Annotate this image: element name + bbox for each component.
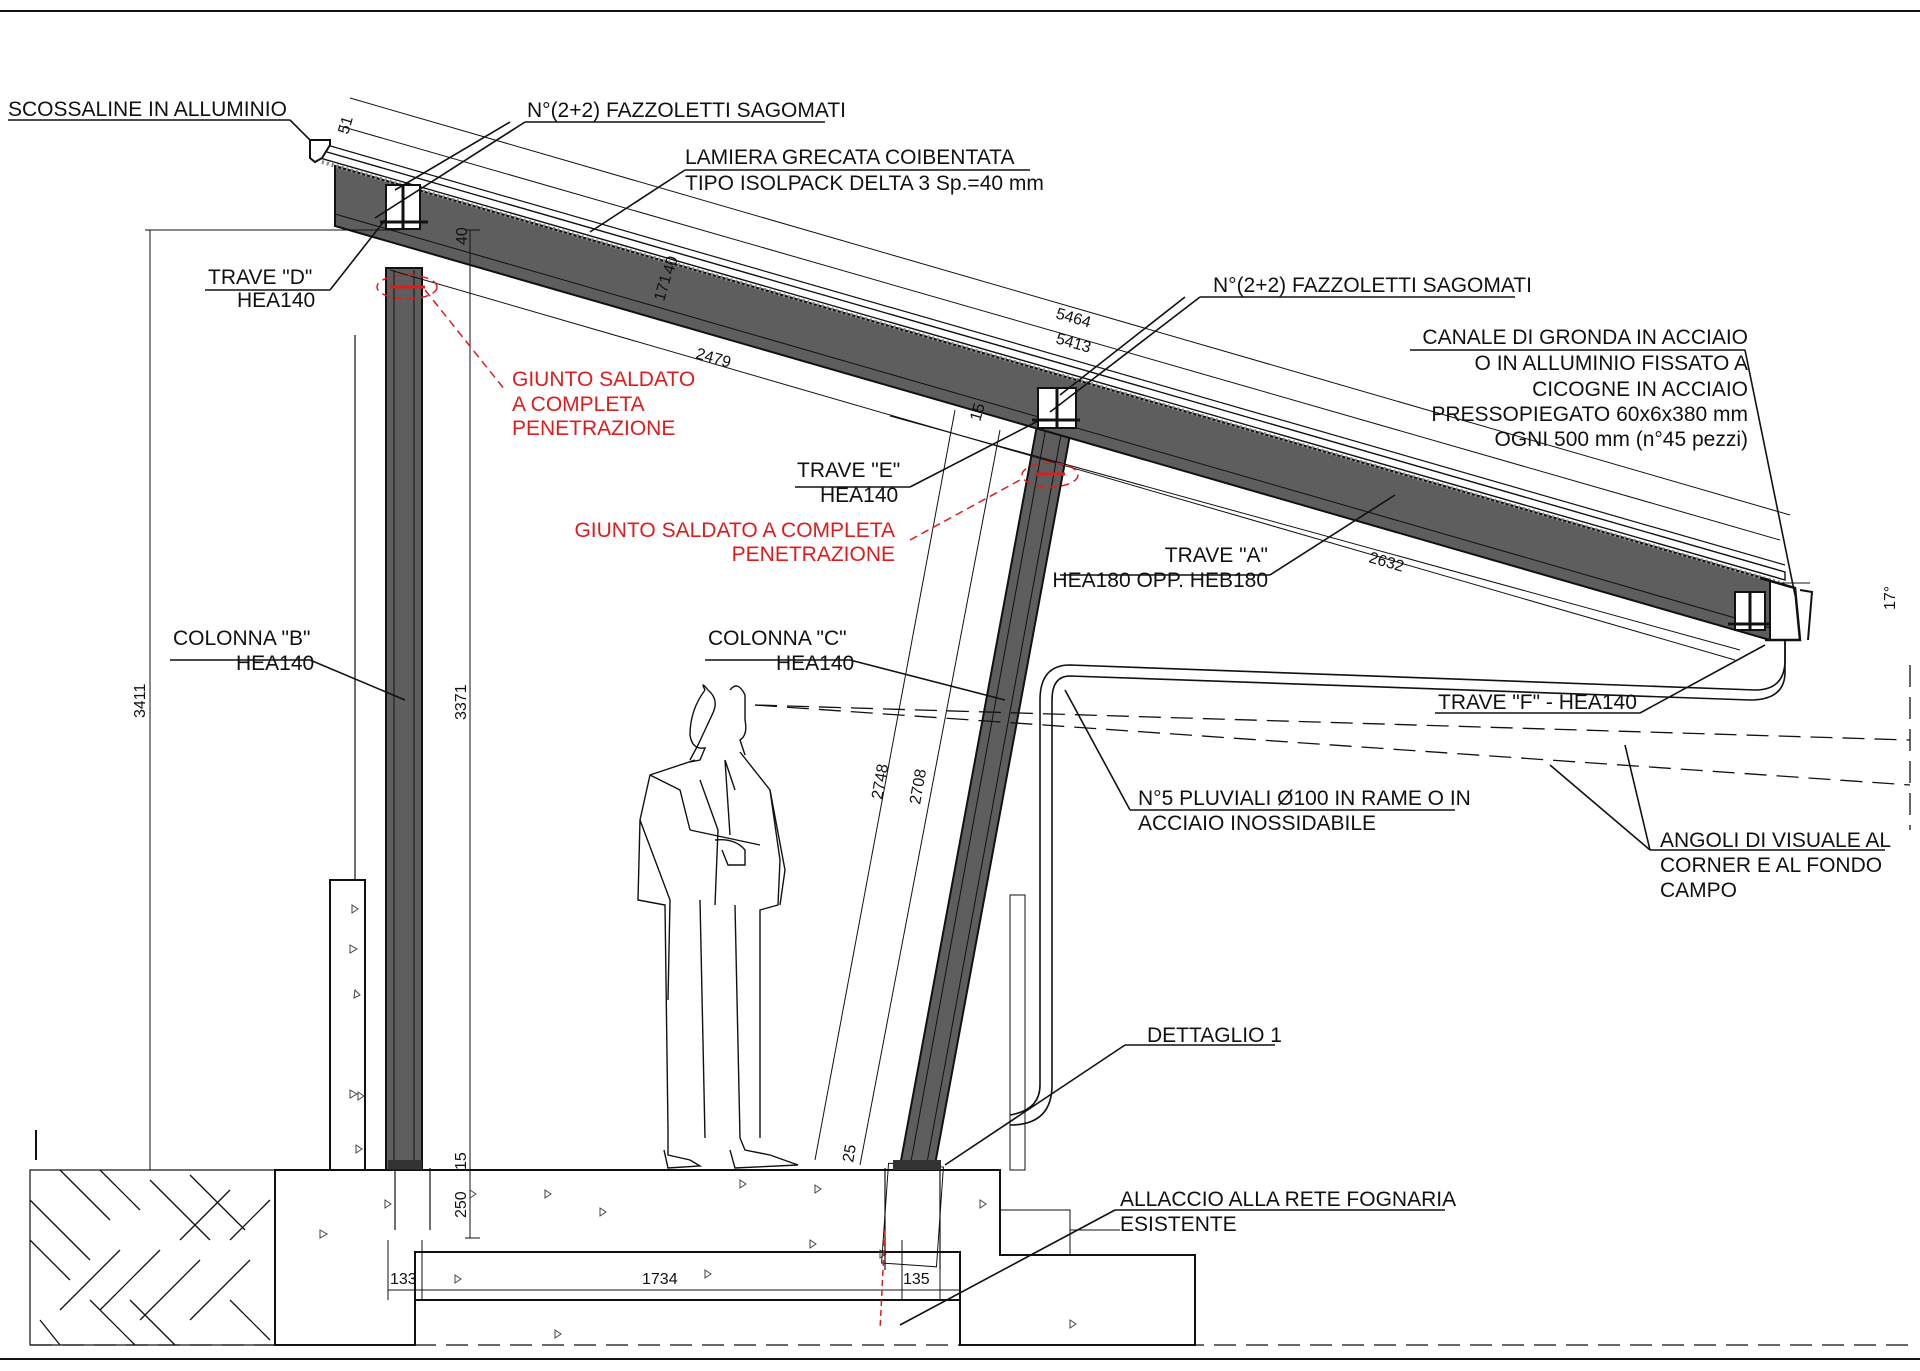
label-fazzoletti-top: N°(2+2) FAZZOLETTI SAGOMATI: [527, 99, 846, 122]
label-canale-3: CICOGNE IN ACCIAIO: [1532, 378, 1748, 401]
leader-lines: [8, 119, 1885, 1326]
label-canale-1: CANALE DI GRONDA IN ACCIAIO: [1422, 326, 1748, 349]
column-c-flange: [909, 421, 1048, 1168]
label-scossaline: SCOSSALINE IN ALLUMINIO: [8, 98, 287, 121]
dim-5413: 5413: [1054, 331, 1093, 357]
beam-e-profile: [1032, 387, 1080, 429]
sight-line-corner: [754, 704, 1911, 741]
dimension-lines: [145, 97, 1810, 1300]
label-trave-f: TRAVE "F" - HEA140: [1438, 691, 1637, 714]
label-giunto2-2: PENETRAZIONE: [732, 543, 895, 566]
gutter: [1759, 576, 1802, 642]
dim-2479: 2479: [694, 346, 733, 372]
label-colonna-c-2: HEA140: [776, 652, 854, 675]
column-b: [385, 267, 423, 1171]
label-allaccio-2: ESISTENTE: [1120, 1213, 1237, 1236]
weld-annotations: [376, 274, 1079, 1331]
dim-40a: 40: [454, 227, 471, 245]
label-giunto1-3: PENETRAZIONE: [512, 417, 675, 440]
roof-panel-core: [321, 160, 1785, 586]
label-dettaglio: DETTAGLIO 1: [1147, 1024, 1282, 1047]
dim-2708: 2708: [907, 768, 930, 806]
dim-15b: 15: [453, 1152, 470, 1170]
dim-40b: 40: [661, 254, 682, 276]
label-trave-a-2: HEA180 OPP. HEB180: [1052, 569, 1268, 592]
downpipe: [1009, 640, 1786, 1116]
label-allaccio-1: ALLACCIO ALLA RETE FOGNARIA: [1120, 1188, 1456, 1211]
labels: SCOSSALINE IN ALLUMINIO N°(2+2) FAZZOLET…: [8, 98, 1891, 1236]
label-colonna-b-2: HEA140: [236, 652, 314, 675]
label-giunto1-2: A COMPLETA: [512, 393, 645, 416]
label-angoli-3: CAMPO: [1660, 879, 1737, 902]
label-giunto2-1: GIUNTO SALDATO A COMPLETA: [574, 519, 895, 542]
label-giunto1-1: GIUNTO SALDATO: [512, 368, 695, 391]
label-lamiera-2: TIPO ISOLPACK DELTA 3 Sp.=40 mm: [685, 172, 1044, 195]
beam-f-profile: [1728, 591, 1770, 631]
label-colonna-c-1: COLONNA "C": [708, 627, 847, 650]
gutter-lip: [1799, 589, 1814, 641]
label-lamiera-1: LAMIERA GRECATA COIBENTATA: [685, 146, 1014, 169]
dim-angle: 17°: [1882, 586, 1899, 610]
column-b-baseplate: [388, 1160, 422, 1170]
dim-25: 25: [840, 1143, 860, 1164]
dim-51: 51: [336, 114, 357, 136]
label-angoli-2: CORNER E AL FONDO: [1660, 854, 1882, 877]
label-pluviali-2: ACCIAIO INOSSIDABILE: [1138, 812, 1376, 835]
roof-panel-top: [319, 142, 1786, 566]
label-fazzoletti-mid: N°(2+2) FAZZOLETTI SAGOMATI: [1213, 274, 1532, 297]
label-trave-e-1: TRAVE "E": [797, 459, 900, 482]
hatched-soil: [29, 1169, 276, 1346]
beam-d-profile: [380, 184, 428, 230]
dim-133: 133: [390, 1271, 417, 1288]
edge-post: [1009, 894, 1026, 1171]
label-trave-e-2: HEA140: [820, 484, 898, 507]
label-colonna-b-1: COLONNA "B": [173, 627, 310, 650]
label-angoli-1: ANGOLI DI VISUALE AL: [1660, 829, 1891, 852]
dim-2748: 2748: [869, 763, 892, 801]
label-trave-d-1: TRAVE "D": [208, 266, 312, 289]
label-canale-4: PRESSOPIEGATO 60x6x380 mm: [1431, 403, 1748, 426]
dim-3411: 3411: [132, 683, 149, 718]
dim-2632: 2632: [1367, 550, 1406, 576]
dim-15a: 15: [968, 401, 989, 423]
dim-5464: 5464: [1054, 306, 1093, 332]
person-figure: [637, 684, 799, 1169]
concrete-aggregate: [319, 904, 1077, 1339]
label-canale-5: OGNI 500 mm (n°45 pezzi): [1495, 428, 1748, 451]
column-c-flange-2: [925, 423, 1064, 1169]
dim-1734: 1734: [642, 1271, 678, 1288]
sight-line-field: [754, 704, 1911, 786]
label-trave-d-2: HEA140: [237, 289, 315, 312]
dim-3371: 3371: [453, 684, 470, 720]
dim-135: 135: [903, 1271, 930, 1288]
flashing: [309, 139, 331, 164]
column-c-baseplate: [893, 1160, 941, 1170]
dim-171: 171: [652, 273, 676, 303]
foundation-beam: [414, 1251, 961, 1301]
label-pluviali-1: N°5 PLUVIALI Ø100 IN RAME O IN: [1138, 787, 1471, 810]
foundation-wall: [329, 879, 366, 1171]
label-trave-a-1: TRAVE "A": [1165, 544, 1268, 567]
label-canale-2: O IN ALLUMINIO FISSATO A: [1475, 352, 1748, 375]
downpipe-outer: [1009, 640, 1786, 1126]
dim-250: 250: [453, 1191, 470, 1218]
